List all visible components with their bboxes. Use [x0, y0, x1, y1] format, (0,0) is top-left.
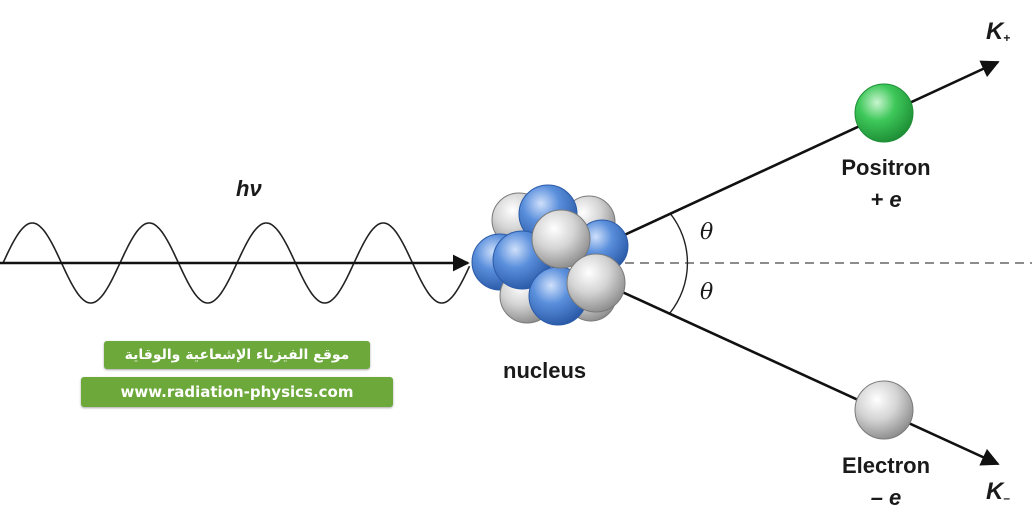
photon-wave — [2, 222, 471, 304]
k-minus-label: K– — [986, 478, 1010, 506]
positron-label: Positron + e — [826, 152, 946, 216]
photon-label: hν — [236, 176, 262, 201]
positron-charge: + e — [870, 187, 902, 212]
nucleus — [471, 184, 629, 326]
k-plus-symbol: K — [986, 18, 1004, 45]
k-minus-subscript: – — [1003, 491, 1011, 505]
watermark-url-badge: www.radiation-physics.com — [81, 377, 393, 407]
nucleus-label: nucleus — [503, 358, 587, 383]
positron-particle — [854, 83, 914, 143]
neutron — [531, 209, 591, 269]
watermark-arabic-badge: موقع الفيزياء الإشعاعية والوقاية — [104, 341, 370, 369]
k-minus-symbol: K — [986, 478, 1004, 505]
positron-track — [619, 60, 1000, 239]
positron-name: Positron — [841, 155, 931, 180]
angle-arc — [669, 212, 689, 314]
electron-name: Electron — [841, 453, 931, 478]
theta-upper-label: θ — [700, 220, 714, 245]
neutron — [566, 253, 626, 313]
theta-lower-label: θ — [700, 280, 714, 305]
k-plus-label: K+ — [986, 18, 1010, 46]
electron-charge: – e — [870, 485, 902, 510]
k-plus-subscript: + — [1003, 31, 1011, 45]
electron-label: Electron – e — [826, 450, 946, 514]
electron-particle — [854, 380, 914, 440]
electron-track — [619, 289, 1000, 466]
